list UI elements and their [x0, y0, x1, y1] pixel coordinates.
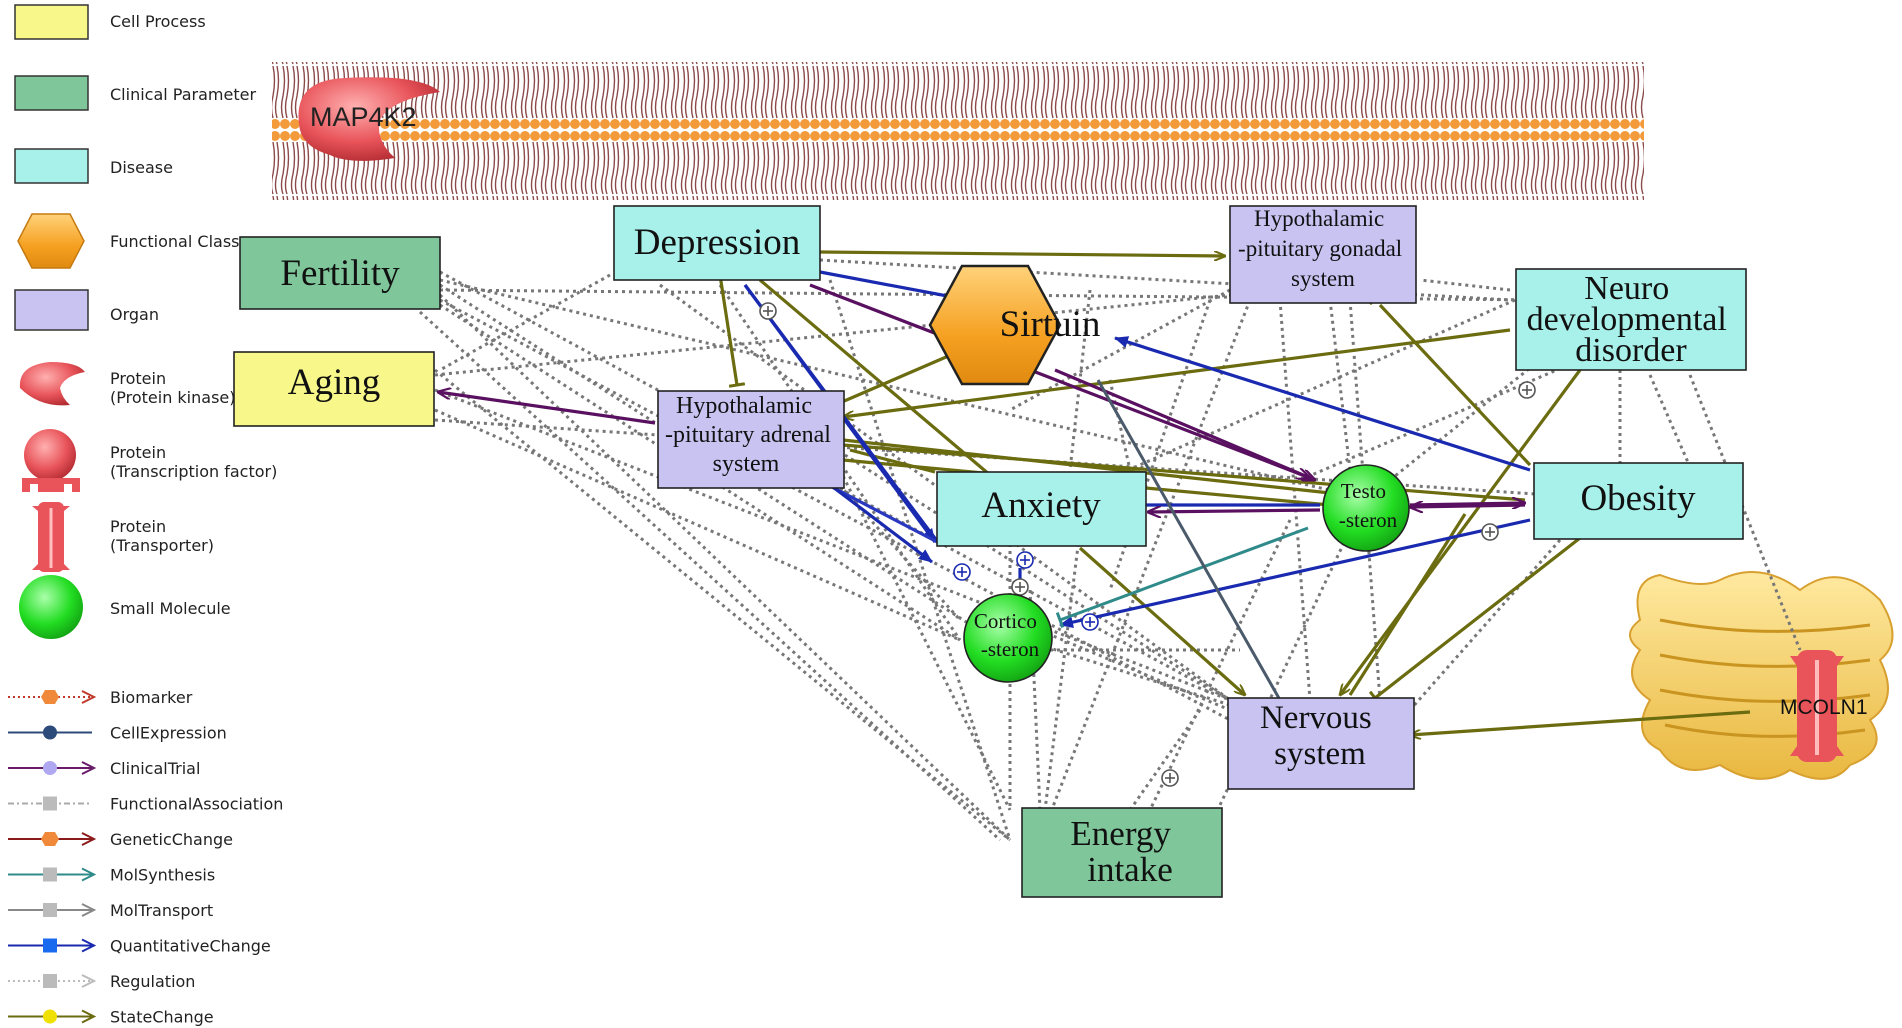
legend-swatch-cell-process [14, 4, 89, 40]
legend-swatch-organ [14, 289, 89, 331]
cell-membrane [272, 62, 1644, 200]
edge-legend-genetic-change: GeneticChange [8, 830, 233, 849]
legend-label-organ: Organ [110, 305, 159, 324]
edge-legend-label-regulation: Regulation [110, 972, 195, 991]
edge-legend-marker-state-change [43, 1009, 57, 1024]
node-fertility[interactable]: Fertility [239, 236, 441, 310]
legend-swatch-transcription-factor-icon [22, 429, 80, 494]
node-sirtuin-label: Sirtuin [1000, 304, 1101, 345]
edge-legend-marker-cell-expression [43, 725, 57, 740]
node-aging-label: Aging [288, 362, 381, 403]
edge-legend-marker-clinical-trial [43, 761, 57, 775]
edge-legend-mol-transport: MolTransport [8, 901, 213, 920]
edge-legend-regulation: Regulation [8, 972, 195, 991]
edge-legend-marker-mol-synthesis [43, 867, 57, 882]
edge-legend-mol-synthesis: MolSynthesis [8, 866, 215, 885]
node-energy-label: Energy intake [1070, 814, 1179, 889]
legend-swatch-small-molecule [19, 575, 83, 639]
node-hpg-system[interactable]: Hypothalamic -pituitary gonadal system [1229, 205, 1417, 304]
legend-label-small-molecule: Small Molecule [110, 599, 231, 618]
mcoln1-transporter-icon [1790, 650, 1844, 762]
edge-legend-state-change: StateChange [8, 1008, 214, 1027]
node-corticosteron-label: Cortico -steron [974, 609, 1042, 661]
node-aging[interactable]: Aging [233, 351, 435, 427]
edge-legend-biomarker: Biomarker [8, 688, 193, 707]
legend: Cell Process Clinical Parameter Disease … [8, 4, 283, 1027]
mol-synthesis-edges [1055, 526, 1309, 629]
grey-blue-edges [1096, 379, 1282, 701]
edge-legend-label-quantitative-change: QuantitativeChange [110, 937, 271, 956]
legend-label-clinical-parameter: Clinical Parameter [110, 85, 256, 104]
edge-legend-marker-mol-transport [43, 903, 57, 917]
legend-swatch-transporter-icon [32, 502, 70, 572]
edge-legend-label-cell-expression: CellExpression [110, 724, 227, 743]
edge-legend-label-functional-association: FunctionalAssociation [110, 795, 283, 814]
edge-legend-marker-functional-association [43, 796, 57, 811]
edge-legend-label-biomarker: Biomarker [110, 688, 193, 707]
edge-legend-functional-association: FunctionalAssociation [8, 795, 283, 814]
edge-legend-marker-regulation [43, 974, 57, 988]
node-hpa-system[interactable]: Hypothalamic -pituitary adrenal system [657, 390, 845, 489]
map4k2-label: MAP4K2 [310, 102, 417, 132]
edge-legend-marker-genetic-change [41, 832, 59, 846]
edge-legend-label-mol-synthesis: MolSynthesis [110, 866, 215, 885]
edge-legend-label-clinical-trial: ClinicalTrial [110, 759, 200, 778]
mcoln1-label: MCOLN1 [1780, 696, 1868, 719]
node-testosteron-label: Testo -steron [1339, 479, 1398, 532]
node-neurodevelopmental-disorder[interactable]: Neuro developmental disorder [1515, 268, 1747, 371]
positive-effect-markers [759, 302, 1536, 787]
edge-legend-label-genetic-change: GeneticChange [110, 830, 233, 849]
map4k2-protein: MAP4K2 [298, 77, 440, 161]
edge-legend-label-mol-transport: MolTransport [110, 901, 213, 920]
edge-legend-label-state-change: StateChange [110, 1008, 214, 1027]
node-testosteron[interactable]: Testo -steron [1322, 464, 1410, 552]
node-anxiety-label: Anxiety [981, 485, 1101, 526]
legend-swatch-disease [14, 148, 89, 184]
edge-legend-quantitative-change: QuantitativeChange [8, 937, 271, 956]
node-depression[interactable]: Depression [613, 205, 821, 281]
node-depression-label: Depression [634, 222, 800, 263]
legend-swatch-clinical-parameter [14, 75, 89, 111]
legend-swatch-functional-class [17, 213, 85, 269]
node-neuro-label: Neuro developmental disorder [1527, 270, 1736, 369]
node-anxiety[interactable]: Anxiety [936, 471, 1147, 547]
edge-legend-clinical-trial: ClinicalTrial [8, 759, 200, 778]
node-nervous-label: Nervous system [1260, 700, 1380, 772]
node-fertility-label: Fertility [280, 253, 400, 294]
node-energy-intake[interactable]: Energy intake [1021, 807, 1223, 898]
node-obesity[interactable]: Obesity [1533, 462, 1744, 540]
edge-legend-cell-expression: CellExpression [8, 724, 227, 743]
legend-swatch-protein-kinase-icon [19, 362, 85, 406]
clinical-trial-edges [438, 283, 1525, 512]
node-corticosteron[interactable]: Cortico -steron [963, 593, 1053, 683]
legend-label-cell-process: Cell Process [110, 12, 206, 31]
edge-legend-marker-quantitative-change [43, 938, 57, 953]
node-hpa-label: Hypothalamic -pituitary adrenal system [665, 393, 837, 477]
node-obesity-label: Obesity [1580, 478, 1696, 519]
node-hpg-label: Hypothalamic -pituitary gonadal system [1238, 206, 1408, 291]
legend-label-functional-class: Functional Class [110, 232, 239, 251]
legend-label-protein-transporter: Protein(Transporter) [110, 517, 214, 555]
legend-label-disease: Disease [110, 158, 173, 177]
node-sirtuin[interactable]: Sirtuin [928, 264, 1101, 386]
edge-legend: BiomarkerCellExpressionClinicalTrialFunc… [8, 688, 283, 1027]
legend-label-protein-kinase: Protein(Protein kinase) [110, 369, 236, 407]
edge-legend-marker-biomarker [41, 690, 59, 704]
legend-label-protein-tf: Protein(Transcription factor) [110, 443, 277, 481]
golgi-apparatus [1629, 571, 1894, 780]
node-nervous-system[interactable]: Nervous system [1227, 697, 1415, 790]
state-change-edges [718, 250, 1751, 735]
